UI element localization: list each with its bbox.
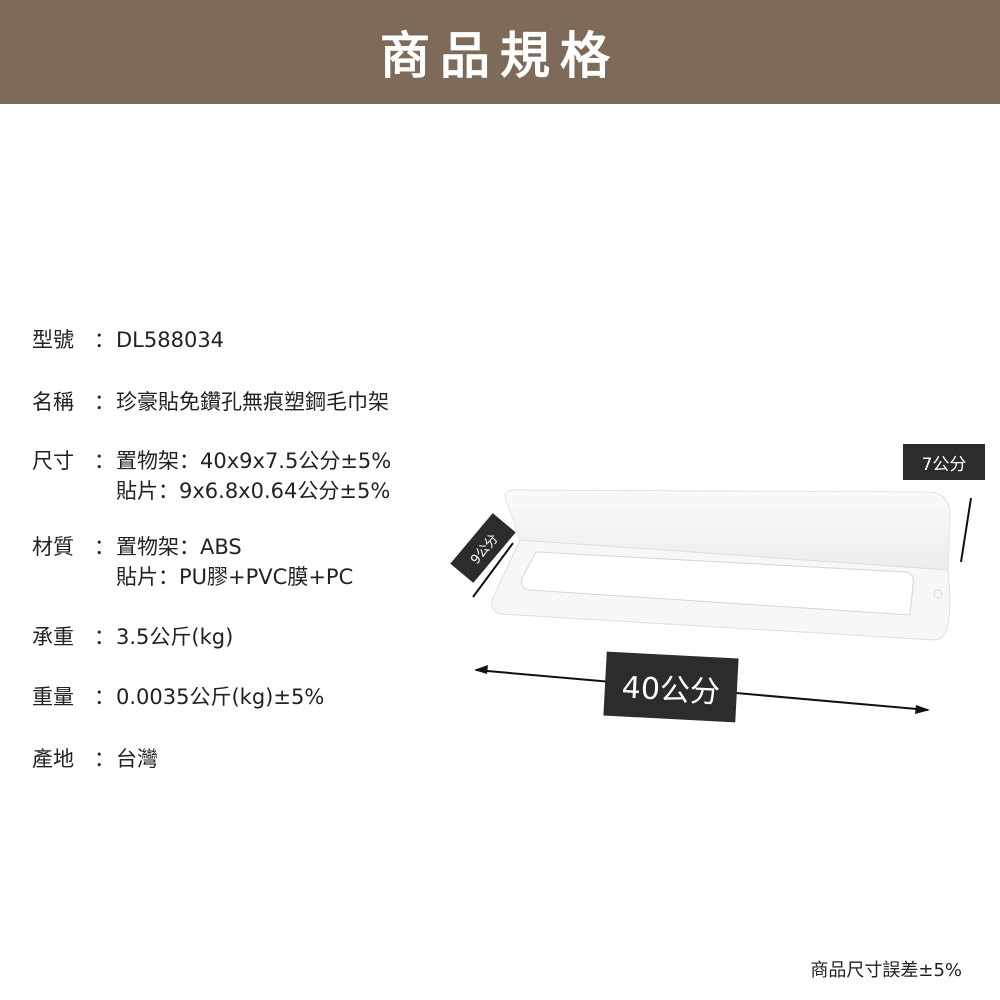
spec-row-name: 名稱 ： 珍豪貼免鑽孔無痕塑鋼毛巾架 bbox=[32, 387, 389, 417]
spec-value: 0.0035公斤(kg)±5% bbox=[116, 685, 325, 709]
spec-value: 貼片：PU膠+PVC膜+PC bbox=[116, 565, 354, 589]
colon: ： bbox=[94, 535, 115, 559]
colon: ： bbox=[94, 625, 115, 649]
towel-rack-shape bbox=[491, 489, 951, 641]
footer-note: 商品尺寸誤差±5% bbox=[810, 960, 962, 981]
height-arrow bbox=[960, 497, 972, 563]
spec-row-model: 型號 ： DL588034 bbox=[32, 325, 224, 355]
length-label: 40公分 bbox=[603, 651, 739, 723]
spec-value: 珍豪貼免鑽孔無痕塑鋼毛巾架 bbox=[116, 390, 389, 414]
spec-label: 承重 bbox=[32, 625, 74, 649]
page-title: 商品規格 bbox=[380, 27, 620, 85]
colon: ： bbox=[94, 328, 115, 352]
height-label: 7公分 bbox=[903, 444, 985, 480]
spec-label: 尺寸 bbox=[32, 449, 74, 473]
spec-value: 置物架：40x9x7.5公分±5% bbox=[116, 449, 392, 473]
colon: ： bbox=[94, 449, 115, 473]
colon: ： bbox=[94, 390, 115, 414]
spec-label: 材質 bbox=[32, 535, 74, 559]
spec-row-weight: 重量 ： 0.0035公斤(kg)±5% bbox=[32, 682, 324, 712]
spec-value: 3.5公斤(kg) bbox=[116, 625, 234, 649]
spec-label: 產地 bbox=[32, 747, 74, 771]
spec-label: 重量 bbox=[32, 685, 74, 709]
depth-arrow bbox=[472, 542, 514, 598]
spec-label: 名稱 bbox=[32, 390, 74, 414]
colon: ： bbox=[94, 685, 115, 709]
spec-row-size: 尺寸 ： 置物架：40x9x7.5公分±5% 貼片：9x6.8x0.64公分±5% bbox=[32, 446, 391, 506]
spec-value: DL588034 bbox=[116, 328, 225, 352]
spec-value: 台灣 bbox=[116, 747, 158, 771]
spec-value: 置物架：ABS bbox=[116, 535, 242, 559]
spec-row-origin: 產地 ： 台灣 bbox=[32, 744, 158, 774]
spec-row-material: 材質 ： 置物架：ABS 貼片：PU膠+PVC膜+PC bbox=[32, 532, 353, 592]
spec-label: 型號 bbox=[32, 328, 74, 352]
header-banner: 商品規格 bbox=[0, 0, 1000, 104]
spec-value: 貼片：9x6.8x0.64公分±5% bbox=[116, 479, 391, 503]
spec-row-load: 承重 ： 3.5公斤(kg) bbox=[32, 622, 233, 652]
colon: ： bbox=[94, 747, 115, 771]
